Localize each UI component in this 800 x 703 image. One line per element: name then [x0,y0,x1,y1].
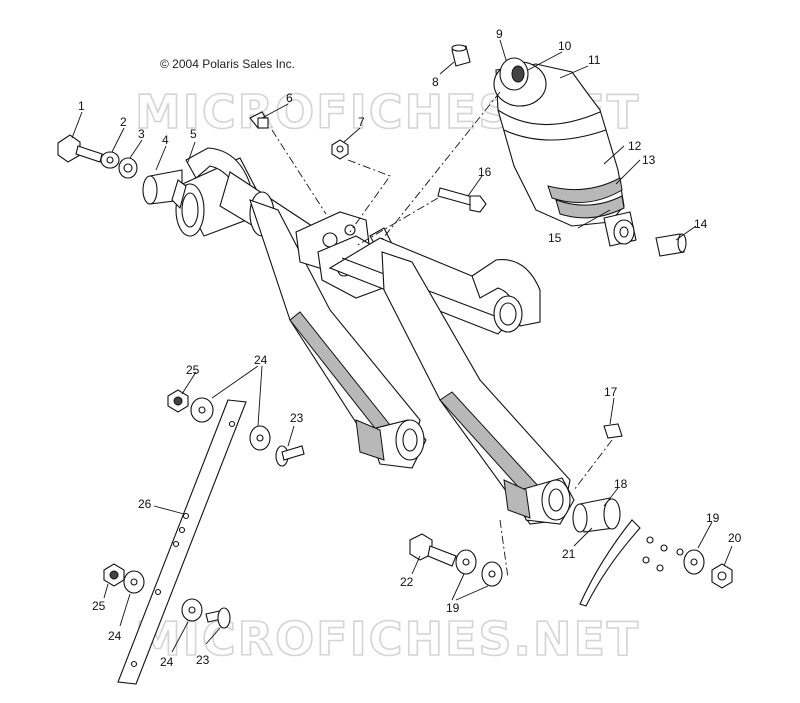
shock-absorber-part-11 [493,57,637,247]
callout-11: 11 [588,53,601,67]
washer-part-19-left [455,549,503,587]
callout-18: 18 [614,477,628,491]
copyright-text: © 2004 Polaris Sales Inc. [160,57,295,71]
callout-22: 22 [400,575,414,589]
plate-part-19-right [579,519,705,607]
bushing-part-18 [572,497,621,533]
centerline-6 [271,129,327,215]
pin-part-8 [451,44,471,67]
callout-24-upper: 24 [254,353,268,367]
washer-part-24-lower [123,570,203,622]
callout-10: 10 [558,39,572,53]
callout-24-lower-right: 24 [160,655,174,669]
callout-13: 13 [642,153,656,167]
callout-1: 1 [78,99,85,113]
callout-2: 2 [120,115,127,129]
washer-part-2 [100,151,120,169]
nut-part-20 [711,563,733,589]
bolt-part-23-lower [205,607,231,629]
grease-fitting-part-17 [603,423,623,439]
callout-21: 21 [562,547,576,561]
callout-20: 20 [728,531,742,545]
callout-3: 3 [138,127,145,141]
callout-23-upper: 23 [290,411,304,425]
washer-part-3 [118,157,138,179]
centerline-16 [355,197,439,247]
callout-8: 8 [432,75,439,89]
callout-16: 16 [478,165,492,179]
callout-6: 6 [286,91,293,105]
callout-4: 4 [162,133,169,147]
left-arm-assembly [171,147,427,469]
nut-part-25-upper [167,389,189,413]
centerline-shock-top [379,91,501,243]
bolt-part-1 [57,134,103,163]
callout-24-lower-left: 24 [108,629,122,643]
callout-19-left: 19 [446,601,460,615]
bolt-part-23-upper [275,445,305,467]
callout-7: 7 [358,115,365,129]
callout-26: 26 [138,497,152,511]
nut-part-25-lower [103,563,125,587]
centerline-17 [573,439,613,491]
grease-fitting-part-6 [249,111,269,129]
strap-part-26 [117,399,247,685]
callout-25-upper: 25 [186,363,200,377]
bolt-part-16 [437,187,487,213]
callout-17: 17 [604,385,618,399]
callout-9: 9 [496,27,503,41]
callout-19-right: 19 [706,511,720,525]
bolt-part-22 [409,533,457,567]
leader-lines [71,39,733,653]
callout-12: 12 [628,139,642,153]
pin-part-14 [655,233,687,257]
nut-part-7 [331,139,349,160]
centerline-7 [347,159,391,233]
callout-15: 15 [548,231,562,245]
callout-14: 14 [694,217,708,231]
right-arm-assembly [328,237,575,525]
callout-23-lower: 23 [196,653,210,667]
callout-25-lower: 25 [92,599,106,613]
washer-part-24-upper [190,397,271,451]
callout-labels: 1 2 3 4 5 6 7 8 9 10 11 12 13 14 15 16 1… [78,27,742,669]
callout-5: 5 [190,127,197,141]
centerline-19 [499,519,509,579]
